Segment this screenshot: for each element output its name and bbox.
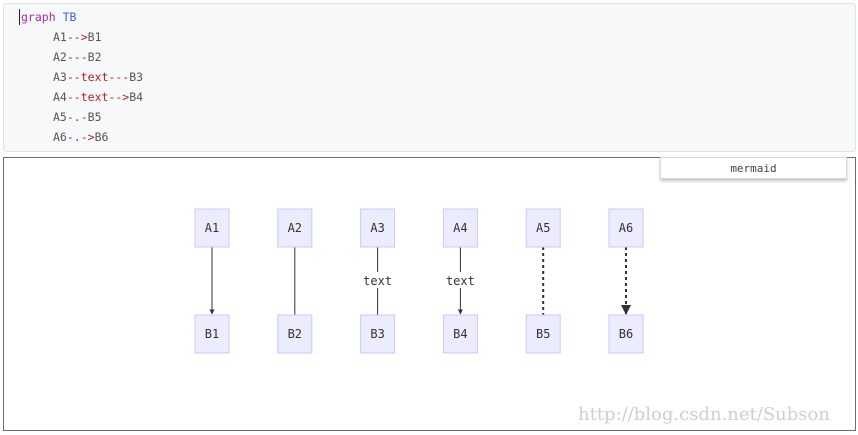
code-link-end: --> — [108, 90, 130, 104]
node-bottom-B4[interactable]: B4 — [442, 314, 478, 354]
code-link-label: text — [80, 70, 109, 84]
keyword-direction: TB — [62, 10, 77, 24]
code-node-to: B5 — [87, 110, 102, 124]
code-line-5: A4--text-->B4 — [53, 87, 143, 107]
node-box — [525, 208, 561, 248]
node-box — [360, 208, 396, 248]
edge-label: text — [446, 274, 475, 288]
code-editor[interactable] — [3, 3, 856, 152]
node-box — [525, 314, 561, 354]
node-label: B1 — [205, 327, 219, 341]
code-link: -.-> — [66, 130, 95, 144]
code-node-from: A3 — [53, 70, 67, 84]
code-node-from: A6 — [53, 130, 67, 144]
node-top-A4[interactable]: A4 — [442, 208, 478, 248]
node-label: B6 — [619, 327, 633, 341]
node-label: B2 — [288, 327, 302, 341]
code-link: -- — [66, 70, 81, 84]
code-line-3: A2---B2 — [53, 47, 102, 67]
code-node-to: B4 — [129, 90, 144, 104]
code-node-from: A5 — [53, 110, 67, 124]
code-link-end: --- — [108, 70, 130, 84]
node-box — [608, 314, 644, 354]
node-box — [608, 208, 644, 248]
node-label: B5 — [536, 327, 550, 341]
code-link-label: text — [80, 90, 109, 104]
node-label: A1 — [205, 221, 219, 235]
edge-label: text — [363, 274, 392, 288]
code-line-2: A1-->B1 — [53, 27, 102, 47]
node-box — [360, 314, 396, 354]
code-link: --- — [66, 50, 88, 64]
node-label: A4 — [453, 221, 467, 235]
node-top-A6[interactable]: A6 — [608, 208, 644, 248]
code-node-to: B6 — [94, 130, 109, 144]
node-label: A3 — [370, 221, 384, 235]
code-node-to: B3 — [129, 70, 144, 84]
node-box — [277, 208, 313, 248]
code-link: -- — [66, 90, 81, 104]
code-line-4: A3--text---B3 — [53, 67, 143, 87]
node-box — [277, 314, 313, 354]
text-cursor — [19, 9, 20, 25]
node-label: B3 — [370, 327, 384, 341]
node-label: B4 — [453, 327, 467, 341]
node-bottom-B2[interactable]: B2 — [277, 314, 313, 354]
node-bottom-B3[interactable]: B3 — [360, 314, 396, 354]
code-line-7: A6-.->B6 — [53, 127, 108, 147]
node-box — [442, 208, 478, 248]
edge-label-background — [360, 272, 395, 288]
watermark: http://blog.csdn.net/Subson — [578, 404, 830, 425]
diagram-preview — [3, 157, 856, 431]
node-bottom-B5[interactable]: B5 — [525, 314, 561, 354]
code-line-6: A5-.-B5 — [53, 107, 102, 127]
language-tag[interactable]: mermaid — [660, 157, 847, 179]
node-label: A5 — [536, 221, 550, 235]
code-node-to: B2 — [87, 50, 102, 64]
node-top-A2[interactable]: A2 — [277, 208, 313, 248]
node-bottom-B6[interactable]: B6 — [608, 314, 644, 354]
edge-label-background — [443, 272, 478, 288]
node-label: A6 — [619, 221, 633, 235]
code-link: --> — [66, 30, 88, 44]
node-box — [194, 314, 230, 354]
node-top-A1[interactable]: A1 — [194, 208, 230, 248]
code-line-1: graph TB — [21, 7, 76, 27]
code-node-to: B1 — [87, 30, 102, 44]
node-top-A5[interactable]: A5 — [525, 208, 561, 248]
code-node-from: A1 — [53, 30, 67, 44]
code-node-from: A4 — [53, 90, 67, 104]
node-top-A3[interactable]: A3 — [360, 208, 396, 248]
node-box — [442, 314, 478, 354]
code-link: -.- — [66, 110, 88, 124]
node-box — [194, 208, 230, 248]
node-bottom-B1[interactable]: B1 — [194, 314, 230, 354]
code-node-from: A2 — [53, 50, 67, 64]
keyword-graph: graph — [21, 10, 56, 24]
node-label: A2 — [288, 221, 302, 235]
